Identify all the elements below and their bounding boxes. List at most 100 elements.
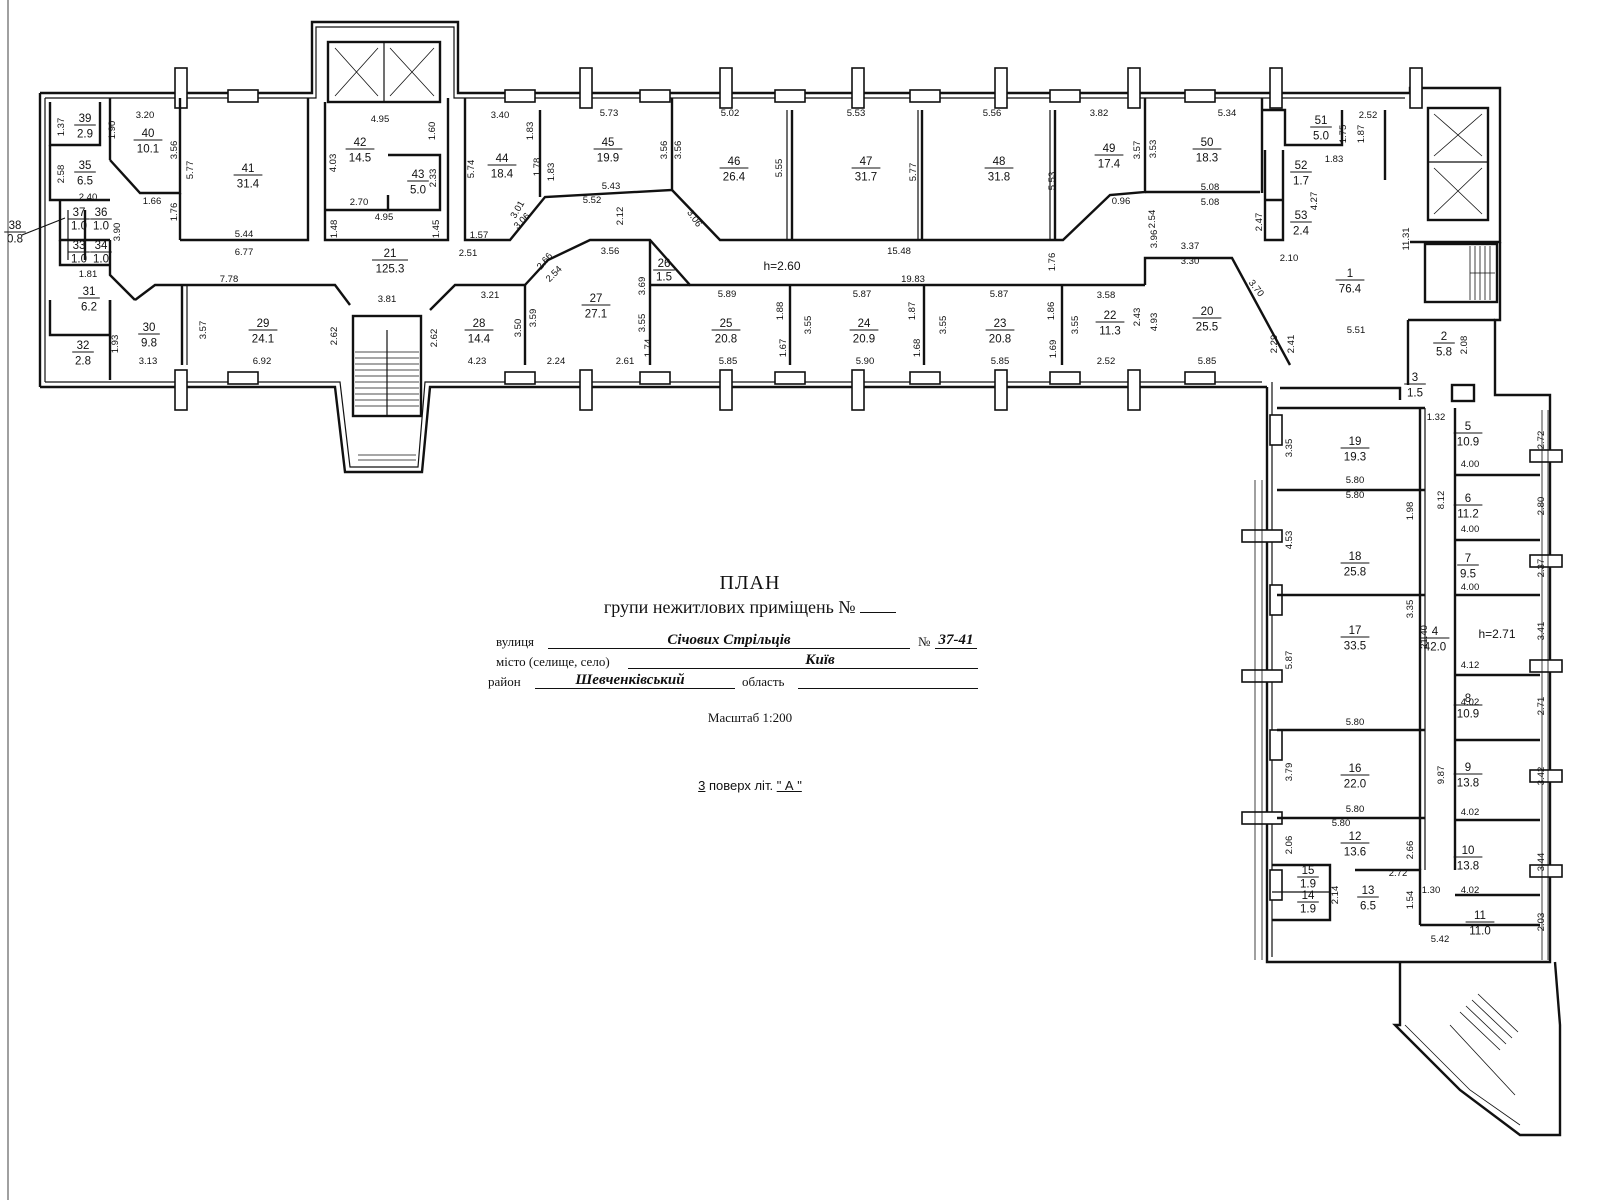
room-label-51: 515.0 bbox=[1310, 115, 1332, 143]
dimension-label: 3.90 bbox=[112, 223, 123, 242]
height-label-main: h=2.60 bbox=[763, 259, 800, 273]
dimension-label: 5.56 bbox=[983, 108, 1002, 119]
room-number: 8 bbox=[1465, 693, 1471, 705]
dimension-label: 4.00 bbox=[1461, 582, 1480, 593]
dimension-label: 1.60 bbox=[427, 122, 438, 141]
group-number-blank bbox=[860, 598, 897, 613]
room-label-15: 151.9 bbox=[1297, 865, 1319, 891]
dimension-label: 5.85 bbox=[1198, 356, 1217, 367]
room-area: 0.8 bbox=[7, 234, 23, 246]
dimension-label: 5.44 bbox=[235, 229, 254, 240]
dimension-label: 5.80 bbox=[1346, 804, 1365, 815]
street-line bbox=[548, 648, 910, 649]
dimension-label: 2.70 bbox=[350, 197, 369, 208]
room-area: 1.0 bbox=[71, 221, 87, 233]
dimension-label: 1.57 bbox=[470, 230, 489, 241]
dimension-label: 1.48 bbox=[329, 220, 340, 239]
room-area: 14.5 bbox=[349, 153, 371, 165]
dimension-label: 3.35 bbox=[1284, 439, 1295, 458]
dimension-label: 5.43 bbox=[602, 181, 621, 192]
room-number: 5 bbox=[1465, 421, 1471, 433]
dimension-label: 3.57 bbox=[198, 321, 209, 340]
number-value: 37-41 bbox=[938, 632, 974, 648]
dimension-label: 3.56 bbox=[169, 141, 180, 160]
dimension-label: 2.47 bbox=[1254, 213, 1265, 232]
dimension-label: 19.83 bbox=[901, 274, 925, 285]
dimension-label: 3.06 bbox=[684, 208, 704, 229]
dimension-label: 2.58 bbox=[56, 165, 67, 184]
dimension-label: 3.96 bbox=[1149, 230, 1160, 249]
dimension-label: 5.08 bbox=[1201, 197, 1220, 208]
room-label-17: 17 33.5 bbox=[1340, 625, 1370, 653]
dimension-label: 5.80 bbox=[1346, 475, 1365, 486]
dimension-label: 3.58 bbox=[1097, 290, 1116, 301]
dimension-label: 7.78 bbox=[220, 274, 239, 285]
room-area: 125.3 bbox=[376, 264, 405, 276]
room-area: 33.5 bbox=[1344, 641, 1366, 653]
dimension-label: 3.50 bbox=[513, 319, 524, 338]
dimension-label: 1.66 bbox=[143, 196, 162, 207]
dimension-label: 4.00 bbox=[1461, 459, 1480, 470]
room-area: 5.0 bbox=[410, 185, 426, 197]
room-number: 29 bbox=[257, 318, 270, 330]
room-label-2: 25.8 bbox=[1433, 331, 1455, 359]
window-piers bbox=[174, 67, 1563, 960]
room-label-30: 309.8 bbox=[138, 322, 160, 350]
dimension-label: 2.66 bbox=[1405, 841, 1416, 860]
interior-walls bbox=[48, 98, 1540, 927]
dimension-label: 3.79 bbox=[1284, 763, 1295, 782]
room-area: 25.8 bbox=[1344, 567, 1366, 579]
dimension-label: 3.55 bbox=[637, 314, 648, 333]
room-number: 24 bbox=[858, 318, 871, 330]
dimension-label: 4.02 bbox=[1461, 697, 1480, 708]
dimension-label: 2.51 bbox=[459, 248, 478, 259]
dimension-label: 2.33 bbox=[428, 169, 439, 188]
room-number: 20 bbox=[1201, 306, 1214, 318]
room-label-36: 361.0 bbox=[90, 207, 112, 233]
room-number: 3 bbox=[1412, 372, 1418, 384]
dimension-label: 4.95 bbox=[371, 114, 390, 125]
dimension-label: 5.80 bbox=[1346, 717, 1365, 728]
dimension-label: 1.74 bbox=[643, 339, 654, 358]
room-area: 20.8 bbox=[989, 334, 1011, 346]
dimension-label: 2.14 bbox=[1330, 886, 1341, 905]
room-number: 18 bbox=[1349, 551, 1362, 563]
dimension-label: 1.86 bbox=[1046, 302, 1057, 321]
dimension-label: 4.95 bbox=[375, 212, 394, 223]
room-number: 34 bbox=[95, 240, 108, 252]
dimension-label: 2.80 bbox=[1536, 497, 1547, 516]
room-label-9: 913.8 bbox=[1453, 762, 1483, 790]
room-number: 44 bbox=[496, 153, 509, 165]
dimension-label: 5.55 bbox=[774, 159, 785, 178]
dimension-label: 1.30 bbox=[1422, 885, 1441, 896]
room-number: 27 bbox=[590, 293, 603, 305]
street-value: Січових Стрільців bbox=[667, 632, 791, 648]
plan-subtitle-text: групи нежитлових приміщень № bbox=[603, 597, 856, 617]
dimension-label: 5.02 bbox=[721, 108, 740, 119]
room-label-37: 371.0 bbox=[68, 207, 90, 233]
room-number: 30 bbox=[143, 322, 156, 334]
room-area: 31.7 bbox=[855, 172, 877, 184]
dimension-label: 5.80 bbox=[1346, 490, 1365, 501]
dimension-label: 11.31 bbox=[1401, 227, 1412, 250]
room-area: 2.9 bbox=[77, 129, 93, 141]
dimension-label: 3.40 bbox=[491, 110, 510, 121]
city-row: місто (селище, село) Київ bbox=[480, 652, 1020, 672]
dimension-label: 1.90 bbox=[107, 121, 118, 140]
room-number: 15 bbox=[1302, 865, 1315, 877]
room-number: 11 bbox=[1474, 910, 1486, 922]
room-label-32: 322.8 bbox=[72, 340, 94, 368]
dimension-label: 1.32 bbox=[1427, 412, 1446, 423]
dimension-label: 21.40 bbox=[1419, 625, 1430, 649]
dimension-label: 3.55 bbox=[938, 316, 949, 335]
dimension-label: 1.81 bbox=[79, 269, 98, 280]
room-number: 37 bbox=[73, 207, 86, 219]
room-label-13: 136.5 bbox=[1357, 885, 1379, 913]
dimension-label: 2.03 bbox=[1536, 913, 1547, 932]
room-number: 17 bbox=[1349, 625, 1362, 637]
dimension-label: 5.08 bbox=[1201, 182, 1220, 193]
